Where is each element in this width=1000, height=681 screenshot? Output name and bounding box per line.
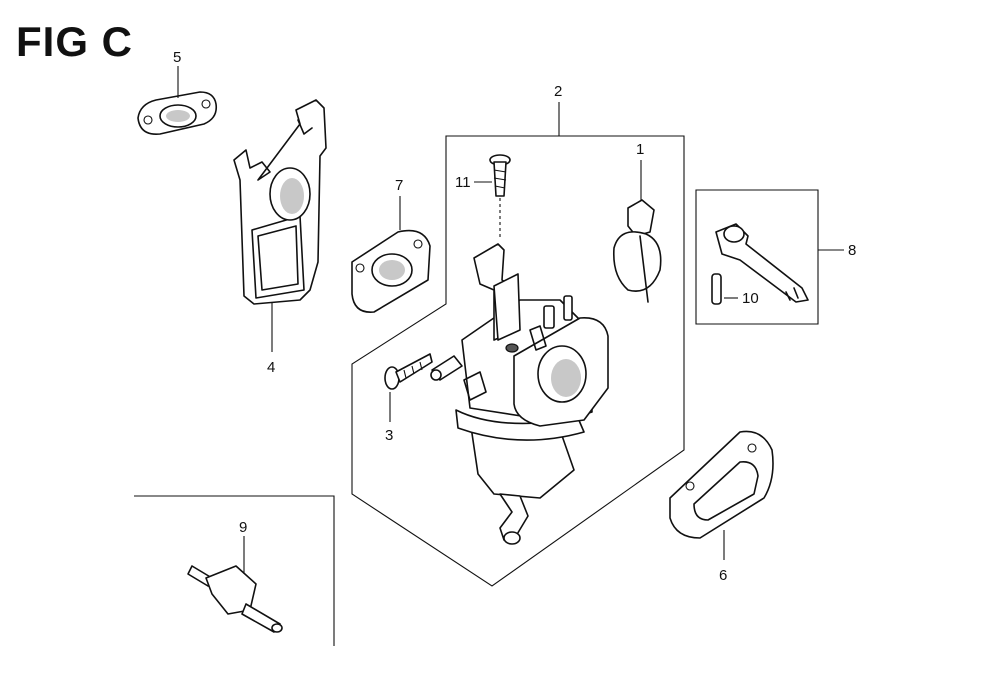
callout-label-10: 10 xyxy=(742,290,759,307)
callout-8: 8 xyxy=(818,242,856,259)
callout-1: 1 xyxy=(636,141,644,200)
part-3-screw[interactable] xyxy=(384,353,433,390)
carburetor-assembly-box xyxy=(351,135,685,587)
callout-2: 2 xyxy=(554,83,562,136)
callout-label-4: 4 xyxy=(267,359,275,376)
fuel-filter-box xyxy=(134,495,335,646)
callout-label-9: 9 xyxy=(239,519,247,536)
callout-11: 11 xyxy=(455,174,492,191)
part-4-insulator-plate[interactable] xyxy=(233,99,327,305)
part-11-screw[interactable] xyxy=(489,154,511,240)
callout-6: 6 xyxy=(719,530,727,584)
callout-label-3: 3 xyxy=(385,427,393,444)
callout-3: 3 xyxy=(385,392,393,444)
float-assembly-box xyxy=(695,189,819,325)
callout-4: 4 xyxy=(267,302,275,376)
part-5-gasket[interactable] xyxy=(137,91,218,135)
part-6-gasket[interactable] xyxy=(669,430,774,539)
part-10-pin[interactable] xyxy=(711,273,722,305)
callout-10: 10 xyxy=(724,290,759,307)
callout-label-1: 1 xyxy=(636,141,644,158)
part-2-carburetor[interactable] xyxy=(430,243,609,545)
callout-label-8: 8 xyxy=(848,242,856,259)
callout-label-5: 5 xyxy=(173,49,181,66)
part-8-float[interactable] xyxy=(715,223,809,303)
callout-label-2: 2 xyxy=(554,83,562,100)
part-1-needle-assembly[interactable] xyxy=(612,199,662,303)
callout-label-11: 11 xyxy=(455,174,471,191)
figure-title: FIG C xyxy=(16,18,133,65)
part-9-fuel-filter[interactable] xyxy=(187,565,283,633)
callout-7: 7 xyxy=(395,177,403,230)
callout-5: 5 xyxy=(173,49,181,98)
callout-label-6: 6 xyxy=(719,567,727,584)
part-7-gasket[interactable] xyxy=(351,229,431,313)
callout-9: 9 xyxy=(239,519,247,574)
callout-label-7: 7 xyxy=(395,177,403,194)
